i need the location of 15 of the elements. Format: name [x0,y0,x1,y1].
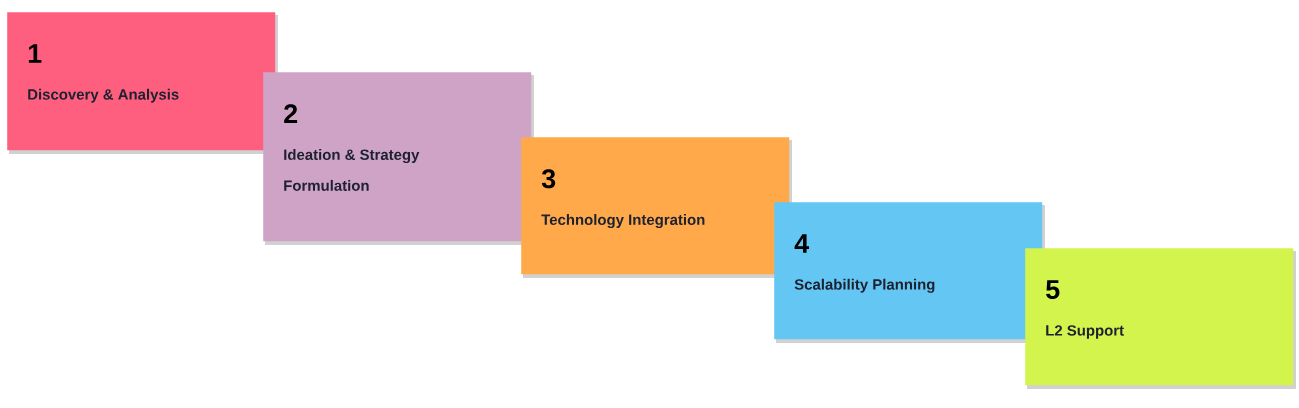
step-number: 1 [28,44,42,63]
step-number: 4 [794,234,809,253]
step-number: 2 [284,104,298,123]
step-title: Scalability Planning [794,278,935,293]
step-title: Ideation & Strategy Formulation [284,149,420,191]
step-box [263,72,532,242]
step-box [1025,248,1294,386]
step-box [7,12,276,151]
step-box [774,202,1043,340]
step-title: Discovery & Analysis [28,88,179,103]
step-box [521,137,790,275]
step-number: 3 [541,169,556,189]
step-title: L2 Support [1046,325,1124,339]
step-title: Technology Integration [541,214,705,229]
step-number: 5 [1046,280,1060,299]
